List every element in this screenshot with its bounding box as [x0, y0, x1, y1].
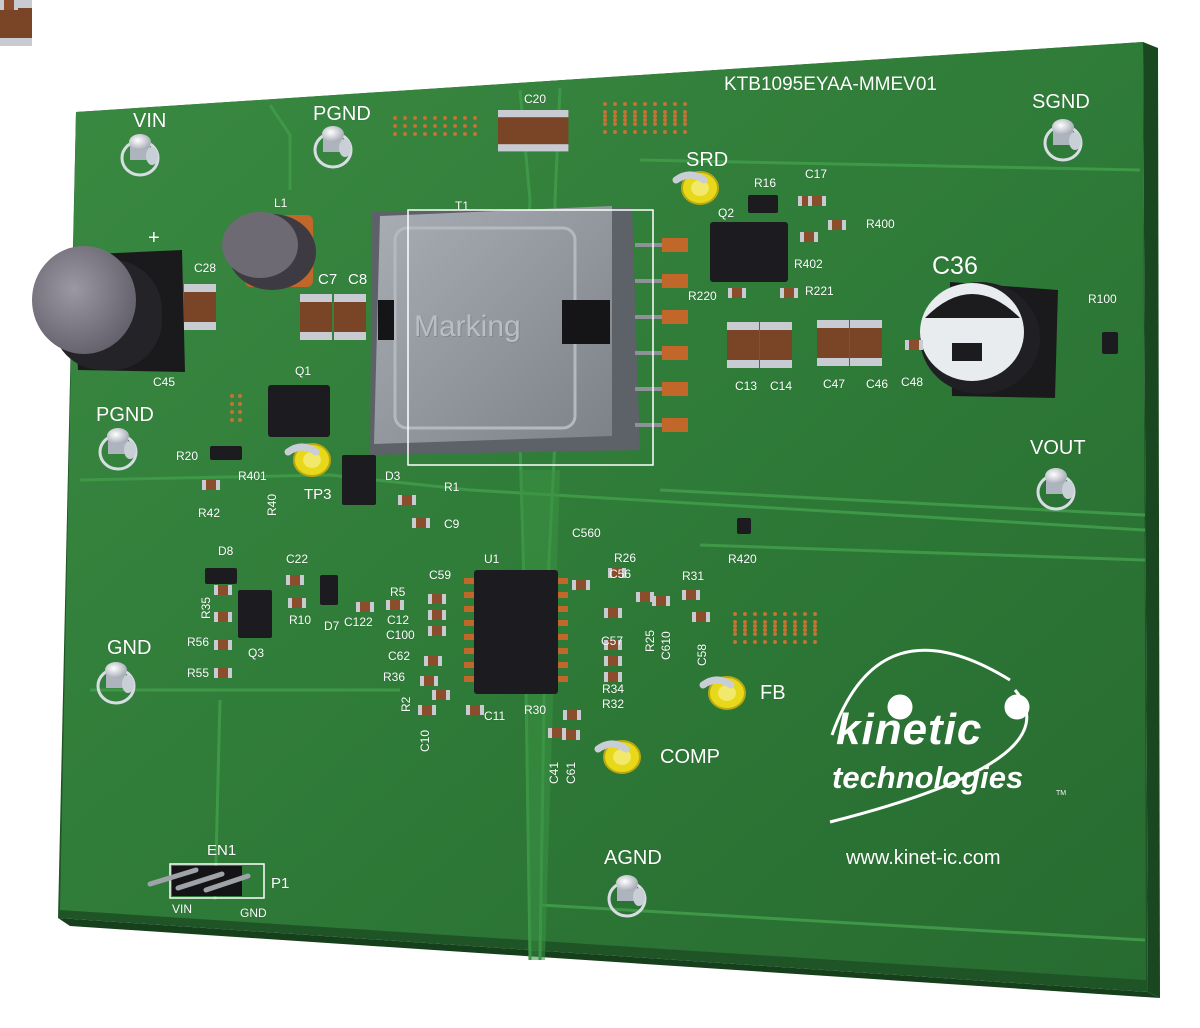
pin-header-p1 [147, 863, 265, 899]
transformer-t1 [370, 206, 688, 466]
ic-packages [205, 195, 1118, 694]
electrolytic-c36 [920, 282, 1058, 398]
via-arrays [230, 102, 817, 644]
pcb-board [58, 42, 1160, 998]
small-passives [0, 0, 923, 740]
inductor-l1 [222, 212, 316, 290]
kinetic-logo-graphic [829, 648, 1030, 824]
input-electrolytic-cap [32, 246, 185, 372]
ic-pins [464, 578, 568, 682]
